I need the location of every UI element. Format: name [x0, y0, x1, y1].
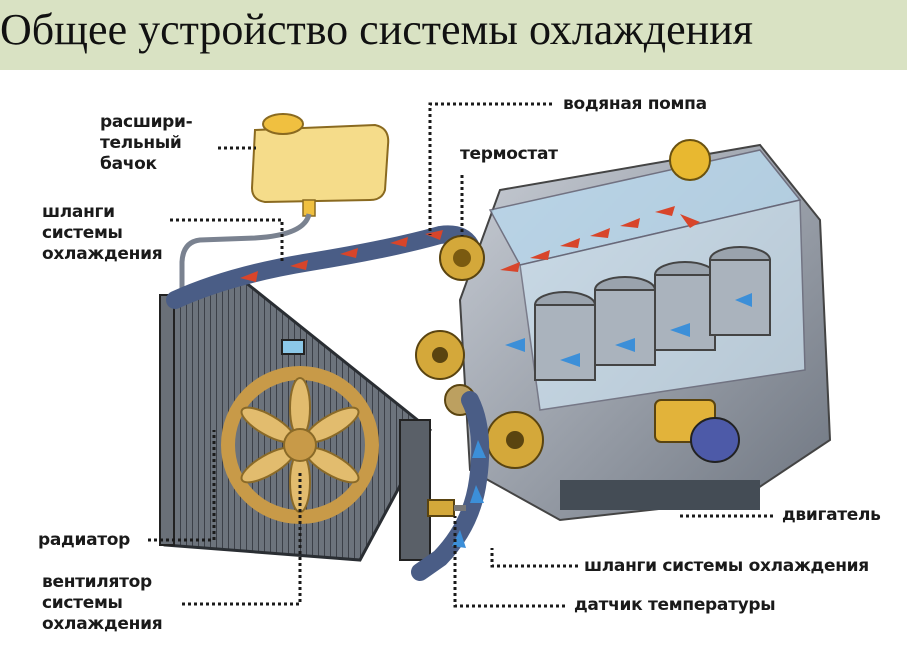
- oil-filter: [654, 399, 740, 463]
- label-thermostat: термостат: [460, 144, 558, 164]
- label-water-pump: водяная помпа: [563, 94, 707, 114]
- fan: [221, 366, 379, 524]
- label-hoses-top: шланги системы охлаждения: [42, 202, 163, 264]
- cold-flow-arrows: [505, 293, 752, 367]
- expansion-tank: [250, 113, 390, 217]
- label-fan: вентилятор системы охлаждения: [42, 572, 163, 634]
- label-temp-sensor: датчик температуры: [574, 595, 776, 615]
- page-title: Общее устройство системы охлаждения: [0, 5, 753, 54]
- title-band: [0, 0, 907, 70]
- cylinders: [534, 246, 771, 381]
- temperature-sensor: [427, 499, 466, 517]
- label-engine: двигатель: [782, 505, 881, 525]
- hot-flow-arrows: [500, 206, 700, 272]
- cooling-system-illustration: [148, 102, 832, 608]
- label-hoses-bottom: шланги системы охлаждения: [584, 556, 869, 576]
- lower-hose: [411, 391, 490, 581]
- label-radiator: радиатор: [38, 530, 131, 550]
- tank-line: [179, 213, 312, 295]
- leader-lines: [148, 102, 775, 608]
- label-expansion-tank: расшири- тельный бачок: [100, 112, 193, 174]
- upper-hose: [166, 225, 479, 309]
- thermostat: [439, 235, 485, 281]
